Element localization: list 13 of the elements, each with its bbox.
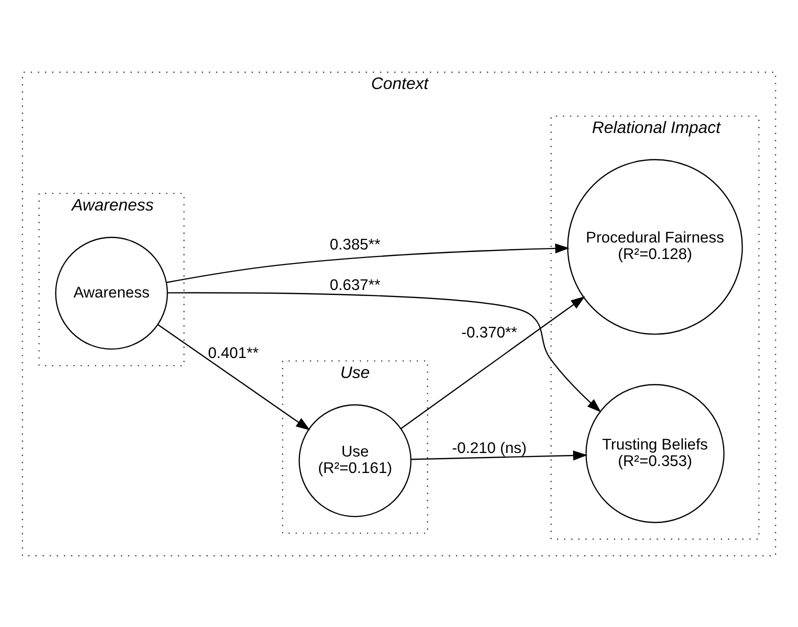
node-circle: Use (R²=0.161) (298, 404, 412, 517)
node-circle: Procedural Fairness (R²=0.128) (567, 158, 743, 334)
arrow (158, 324, 310, 430)
arrow (411, 450, 588, 460)
edge-label: 0.385** (330, 236, 380, 254)
arrow (400, 296, 586, 428)
edge-label: 0.401** (208, 344, 259, 362)
arrow (166, 242, 570, 283)
edge-label: 0.637** (330, 276, 380, 294)
arrow (168, 292, 602, 412)
node-circle: Awareness (55, 236, 168, 350)
edge-label: -0.210 (ns) (452, 439, 527, 456)
edge-label: -0.370** (461, 324, 518, 342)
